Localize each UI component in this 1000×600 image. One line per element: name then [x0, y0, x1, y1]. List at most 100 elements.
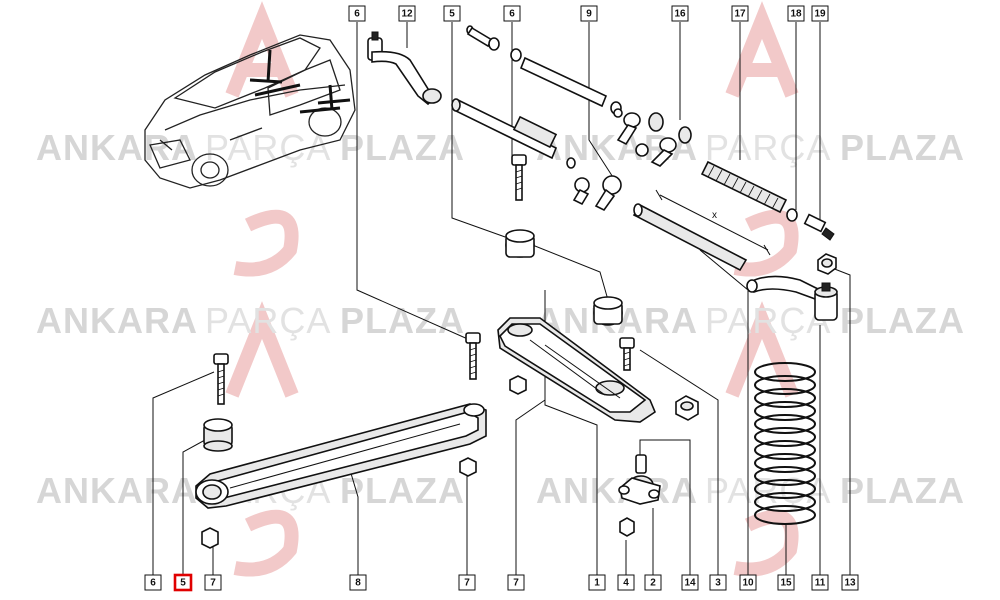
callout-label-18: 18	[787, 5, 805, 22]
labels-top: 6 12 5 6 9 16 17 18 19	[348, 5, 829, 22]
label-number: 7	[210, 578, 216, 589]
callout-label-7: 7	[458, 574, 476, 591]
label-box	[644, 574, 662, 591]
callout-label-14: 14	[681, 574, 699, 591]
label-box	[709, 574, 727, 591]
label-box	[739, 574, 757, 591]
label-number: 7	[513, 578, 519, 589]
label-number: 16	[674, 9, 686, 20]
callout-label-13: 13	[841, 574, 859, 591]
callout-label-10: 10	[739, 574, 757, 591]
label-number: 6	[354, 9, 360, 20]
watermark-word-3: PLAZA	[340, 300, 465, 341]
callout-label-5: 5	[443, 5, 461, 22]
part-control-arm	[195, 403, 487, 509]
label-number: 18	[790, 9, 802, 20]
label-box	[204, 574, 222, 591]
label-box	[507, 574, 525, 591]
label-box	[681, 574, 699, 591]
label-number: 13	[844, 578, 856, 589]
watermark-word-2: PARÇA	[705, 300, 831, 341]
label-number: 19	[814, 9, 826, 20]
callout-label-7: 7	[507, 574, 525, 591]
callout-label-8: 8	[349, 574, 367, 591]
watermark-word-1: ANKARA	[536, 470, 698, 511]
watermark-word-3: PLAZA	[840, 127, 965, 168]
label-box	[588, 574, 606, 591]
part-nuts-7	[201, 375, 527, 549]
part-tie-rod-end-upper	[367, 31, 442, 106]
car-sketch	[144, 34, 356, 189]
part-bolt-6-left	[213, 353, 229, 405]
label-number: 4	[623, 578, 629, 589]
label-box	[503, 5, 521, 22]
parts-layer: x	[195, 25, 838, 549]
label-number: 11	[815, 578, 826, 589]
part-subframe	[497, 317, 656, 423]
watermark-word-1: ANKARA	[36, 470, 198, 511]
label-box	[348, 5, 366, 22]
car-pointer-arrows	[249, 49, 351, 114]
highlighted-label-box	[173, 573, 193, 592]
label-number: 6	[509, 9, 515, 20]
callout-label-15: 15	[777, 574, 795, 591]
label-box	[458, 574, 476, 591]
label-number: 6	[150, 578, 156, 589]
label-number: 8	[355, 578, 361, 589]
part-coil-spring	[754, 362, 816, 525]
part-bolt-3	[619, 337, 635, 371]
watermark-word-3: PLAZA	[840, 470, 965, 511]
watermark-word-2: PARÇA	[205, 300, 331, 341]
label-number: 17	[734, 9, 746, 20]
part-bushing-upper	[505, 154, 623, 326]
watermark-row-1: ANKARA PARÇA PLAZA ANKARA PARÇA PLAZA	[36, 127, 965, 168]
label-box	[811, 574, 829, 591]
label-box	[671, 5, 689, 22]
part-nut-4	[619, 517, 635, 537]
callout-label-7: 7	[204, 574, 222, 591]
label-number: 7	[464, 578, 470, 589]
label-box	[841, 574, 859, 591]
part-tie-rod-end-lower	[746, 275, 838, 321]
label-box	[580, 5, 598, 22]
dimension-marker: x	[712, 210, 717, 221]
logo-watermark	[225, 1, 799, 577]
watermark-word-1: ANKARA	[36, 300, 198, 341]
part-nut-14	[675, 395, 699, 421]
callout-label-9: 9	[580, 5, 598, 22]
label-box	[731, 5, 749, 22]
callout-label-6: 6	[144, 574, 162, 591]
label-box	[398, 5, 416, 22]
label-box	[617, 574, 635, 591]
watermark-word-3: PLAZA	[340, 470, 465, 511]
label-number: 2	[650, 578, 656, 589]
label-number: 1	[594, 578, 600, 589]
part-lower-ball-joint	[618, 454, 661, 505]
label-box	[787, 5, 805, 22]
label-number: 10	[742, 578, 754, 589]
part-inner-tie-rod	[510, 48, 622, 169]
part-nut-13	[817, 253, 837, 275]
label-number: 15	[780, 578, 792, 589]
part-bolt-6-mid	[465, 332, 481, 380]
label-number: 14	[684, 578, 696, 589]
part-bushing-left	[203, 418, 233, 452]
label-box	[443, 5, 461, 22]
label-box	[349, 574, 367, 591]
label-number: 12	[401, 9, 413, 20]
part-ball-joints	[572, 108, 692, 212]
label-box	[811, 5, 829, 22]
callout-label-3: 3	[709, 574, 727, 591]
label-number: 9	[586, 9, 592, 20]
callout-label-11: 11	[811, 574, 829, 591]
callout-label-6: 6	[503, 5, 521, 22]
label-box	[144, 574, 162, 591]
callout-label-1: 1	[588, 574, 606, 591]
callout-label-17: 17	[731, 5, 749, 22]
watermark-row-3: ANKARA PARÇA PLAZA ANKARA PARÇA PLAZA	[36, 470, 965, 511]
label-number: 5	[449, 9, 455, 20]
label-number: 3	[715, 578, 721, 589]
callout-label-16: 16	[671, 5, 689, 22]
